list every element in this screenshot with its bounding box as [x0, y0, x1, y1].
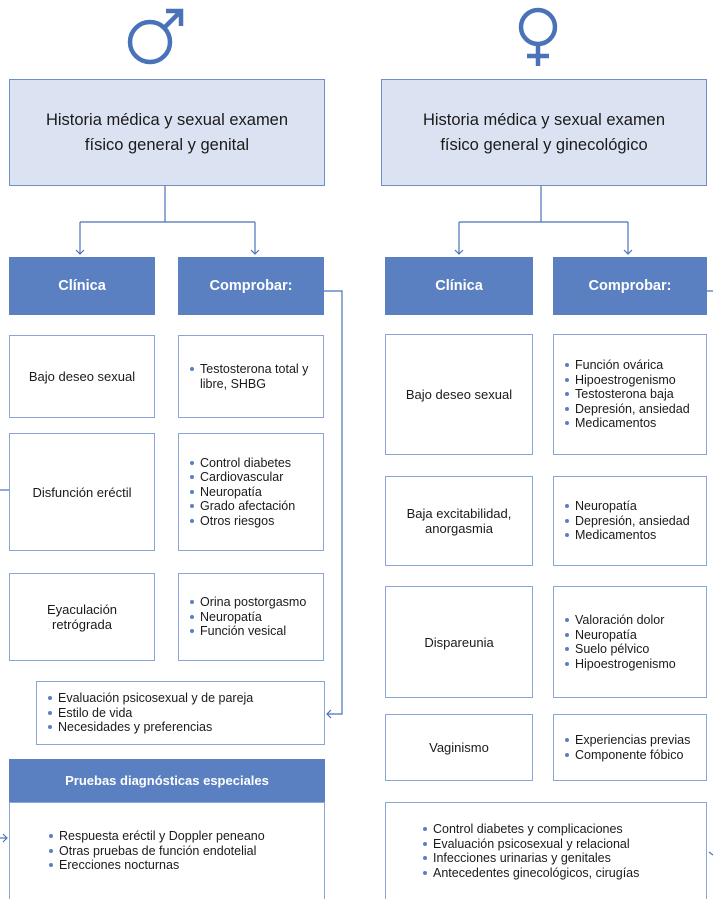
female-clinica-text: Baja excitabilidad, anorgasmia: [406, 506, 512, 536]
list-item: Evaluación psicosexual y relacional: [422, 837, 639, 852]
list-item: Cardiovascular: [189, 470, 295, 485]
male-comprobar-header: Comprobar:: [178, 257, 324, 315]
list-item: Testosterona baja: [564, 387, 690, 402]
female-comprobar-header: Comprobar:: [553, 257, 707, 315]
female-clinica-text: Vaginismo: [429, 740, 489, 755]
list-item: Estilo de vida: [47, 706, 253, 721]
female-header-box: Historia médica y sexual examen físico g…: [381, 79, 707, 186]
male-special-title: Pruebas diagnósticas especiales: [65, 773, 269, 788]
male-clinica-bajo-deseo: Bajo deseo sexual: [9, 335, 155, 418]
list-item: Valoración dolor: [564, 613, 676, 628]
list-item: Depresión, ansiedad: [564, 402, 690, 417]
list-item: Respuesta eréctil y Doppler peneano: [48, 829, 265, 844]
female-comprobar-bajo-deseo: Función ovárica Hipoestrogenismo Testost…: [553, 334, 707, 455]
list-item: Función ovárica: [564, 358, 690, 373]
female-clinica-text: Bajo deseo sexual: [405, 387, 513, 402]
list-item: Necesidades y preferencias: [47, 720, 253, 735]
list-item: Erecciones nocturnas: [48, 858, 265, 873]
list-item: Suelo pélvico: [564, 642, 676, 657]
list-item: Neuropatía: [564, 628, 676, 643]
female-comprobar-vaginismo: Experiencias previas Componente fóbico: [553, 714, 707, 781]
male-clinica-text: Bajo deseo sexual: [28, 369, 136, 384]
list-item: Neuropatía: [189, 485, 295, 500]
male-header-text: Historia médica y sexual examen físico g…: [45, 110, 289, 154]
female-comprobar-dispareunia: Valoración dolor Neuropatía Suelo pélvic…: [553, 586, 707, 698]
female-comprobar-excitabilidad: Neuropatía Depresión, ansiedad Medicamen…: [553, 476, 707, 566]
female-clinica-excitabilidad: Baja excitabilidad, anorgasmia: [385, 476, 533, 566]
male-comprobar-label: Comprobar:: [209, 278, 293, 294]
list-item: Función vesical: [189, 624, 306, 639]
list-item: Medicamentos: [564, 528, 690, 543]
list-item: Control diabetes y complicaciones: [422, 822, 639, 837]
list-item: Infecciones urinarias y genitales: [422, 851, 639, 866]
male-special-box: Respuesta eréctil y Doppler peneano Otra…: [9, 802, 325, 899]
female-header-text: Historia médica y sexual examen físico g…: [422, 110, 666, 154]
list-item: Control diabetes: [189, 456, 295, 471]
male-comprobar-disfuncion: Control diabetes Cardiovascular Neuropat…: [178, 433, 324, 551]
female-clinica-bajo-deseo: Bajo deseo sexual: [385, 334, 533, 455]
female-evaluation-box: Control diabetes y complicaciones Evalua…: [385, 802, 707, 899]
list-item: Testosterona total y libre, SHBG: [189, 362, 313, 391]
list-item: Depresión, ansiedad: [564, 514, 690, 529]
female-clinica-vaginismo: Vaginismo: [385, 714, 533, 781]
list-item: Componente fóbico: [564, 748, 690, 763]
list-item: Orina postorgasmo: [189, 595, 306, 610]
male-special-header: Pruebas diagnósticas especiales: [9, 759, 325, 802]
male-clinica-eyaculacion: Eyaculación retrógrada: [9, 573, 155, 661]
male-side-line: [324, 290, 343, 719]
male-comprobar-eyaculacion: Orina postorgasmo Neuropatía Función ves…: [178, 573, 324, 661]
list-item: Otros riesgos: [189, 514, 295, 529]
female-tree-stem: [459, 186, 628, 223]
list-item: Evaluación psicosexual y de pareja: [47, 691, 253, 706]
female-clinica-header: Clínica: [385, 257, 533, 315]
list-item: Hipoestrogenismo: [564, 373, 690, 388]
list-item: Antecedentes ginecológicos, cirugías: [422, 866, 639, 881]
male-tree-stem: [80, 186, 255, 223]
male-comprobar-bajo-deseo: Testosterona total y libre, SHBG: [178, 335, 324, 418]
male-clinica-label: Clínica: [58, 278, 106, 294]
male-clinica-text: Disfunción eréctil: [32, 484, 132, 500]
male-clinica-text: Eyaculación retrógrada: [46, 602, 118, 632]
list-item: Grado afectación: [189, 499, 295, 514]
list-item: Neuropatía: [564, 499, 690, 514]
female-symbol-icon: [518, 7, 558, 66]
female-comprobar-label: Comprobar:: [588, 278, 672, 294]
male-clinica-disfuncion: Disfunción eréctil: [9, 433, 155, 551]
female-clinica-dispareunia: Dispareunia: [385, 586, 533, 698]
list-item: Otras pruebas de función endotelial: [48, 844, 265, 859]
male-header-box: Historia médica y sexual examen físico g…: [9, 79, 325, 186]
list-item: Medicamentos: [564, 416, 690, 431]
male-symbol-icon: [127, 8, 184, 65]
list-item: Neuropatía: [189, 610, 306, 625]
female-clinica-text: Dispareunia: [424, 634, 494, 650]
list-item: Experiencias previas: [564, 733, 690, 748]
male-clinica-header: Clínica: [9, 257, 155, 315]
female-clinica-label: Clínica: [435, 278, 483, 294]
list-item: Hipoestrogenismo: [564, 657, 676, 672]
male-evaluation-box: Evaluación psicosexual y de pareja Estil…: [36, 681, 325, 745]
right-edge-arrow: [708, 851, 713, 856]
